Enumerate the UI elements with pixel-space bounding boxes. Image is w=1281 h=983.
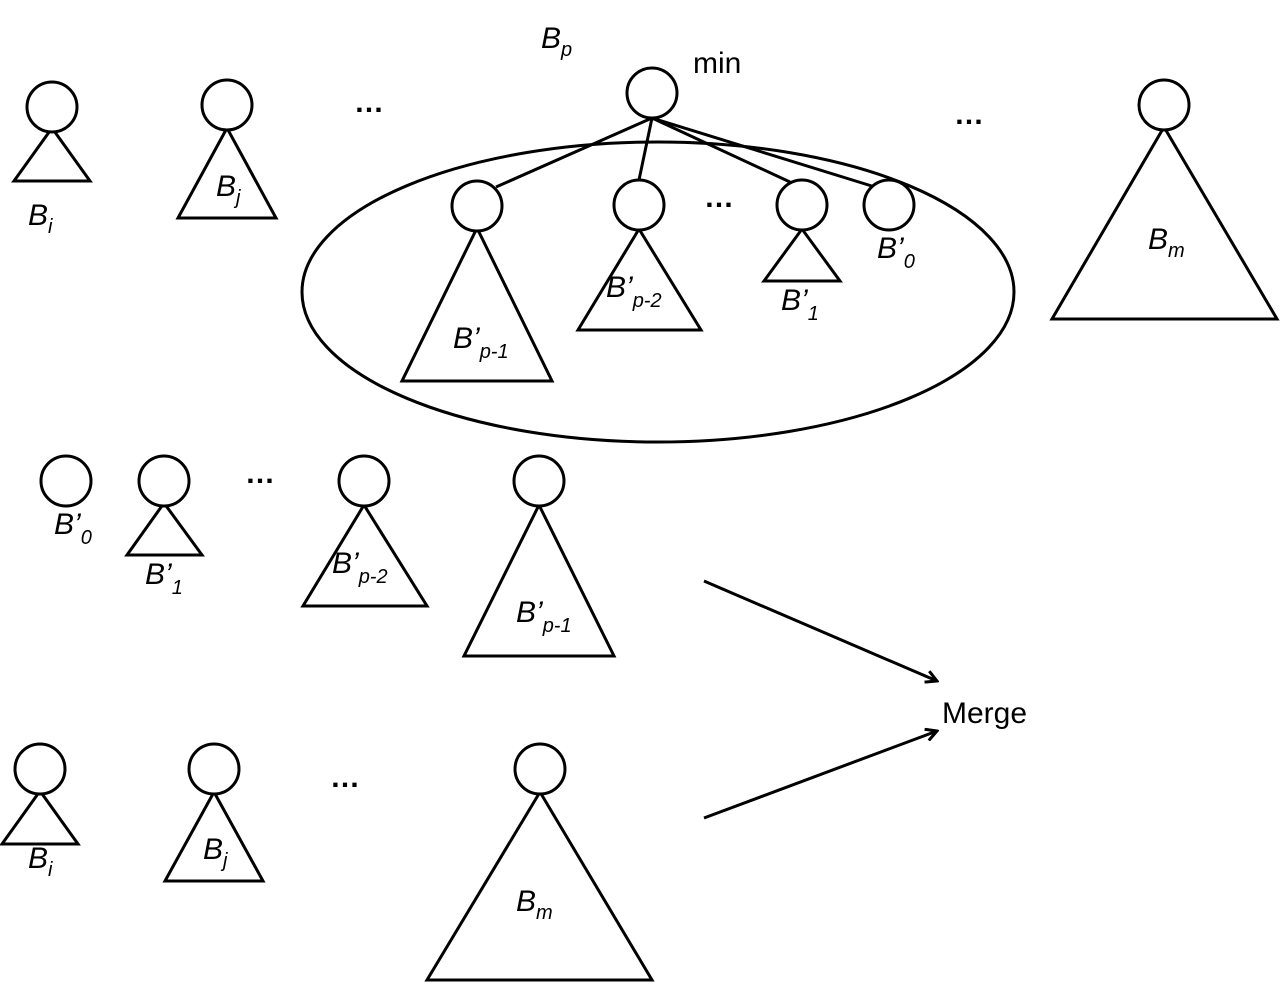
tree-label: Bm	[516, 885, 553, 924]
tree-label: Bj	[216, 170, 241, 209]
tree-label: B’0	[877, 232, 915, 273]
tree-b-prime-p-2-mid: B’p-2	[300, 454, 430, 608]
tree-label: Bi	[28, 199, 53, 238]
ellipsis: …	[954, 98, 984, 131]
tree-root-node	[25, 80, 79, 134]
tree-label: Bj	[203, 833, 228, 872]
tree-root-node	[187, 742, 241, 796]
tree-root-node	[13, 742, 67, 796]
children-group-ellipse	[300, 140, 1016, 444]
tree-root-node	[1137, 78, 1191, 132]
tree-body	[0, 788, 81, 846]
tree-label: Bi	[28, 842, 53, 881]
tree-body	[124, 500, 205, 557]
tree-root-node	[39, 454, 93, 508]
edge-to-b-prime-p-2	[637, 117, 654, 181]
tree-label: B’p-1	[516, 596, 572, 637]
merge-arrow-bottom	[703, 731, 937, 820]
merge-arrow-top	[703, 579, 937, 681]
tree-body	[1049, 124, 1280, 321]
tree-b-prime-p-2-top: B’p-2	[575, 178, 704, 332]
tree-label: B’p-1	[453, 322, 509, 363]
tree-body	[461, 501, 617, 658]
tree-body	[575, 226, 704, 332]
tree-b-prime-p-1-top: B’p-1	[399, 179, 555, 383]
tree-label: B’1	[781, 284, 819, 325]
ellipsis: …	[245, 457, 275, 490]
tree-root-node	[337, 454, 391, 508]
tree-label: Bm	[1148, 223, 1185, 262]
tree-b-j-top: Bj	[175, 78, 279, 220]
min-label: min	[693, 47, 741, 80]
tree-b-prime-p-1-mid: B’p-1	[461, 454, 617, 658]
tree-label: B’0	[54, 508, 92, 549]
ellipsis: …	[330, 761, 360, 794]
tree-b-prime-1-top: B’1	[761, 178, 843, 325]
ellipsis: …	[704, 181, 734, 214]
tree-body	[175, 124, 279, 220]
tree-root-node	[513, 742, 567, 796]
ellipsis: …	[354, 86, 384, 119]
edge-to-b-prime-0	[651, 116, 876, 189]
tree-b-j-bottom: Bj	[162, 742, 266, 883]
tree-body	[162, 788, 266, 883]
min-root-node	[625, 66, 679, 120]
tree-b-prime-0-top: B’0	[862, 178, 916, 273]
edge-to-b-prime-p-1	[495, 116, 653, 189]
merge-label: Merge	[942, 697, 1027, 730]
tree-body	[399, 224, 555, 383]
tree-body	[300, 502, 430, 608]
tree-root-node	[512, 454, 566, 508]
tree-label: B’1	[145, 558, 183, 599]
tree-root-node	[862, 178, 916, 232]
tree-root-node	[200, 78, 254, 132]
edge-to-b-prime-1	[651, 116, 791, 184]
tree-root-node	[612, 178, 666, 232]
tree-b-i-top: Bi	[11, 80, 93, 238]
tree-label: B’p-2	[332, 547, 388, 588]
tree-b-p-label: Bp	[541, 22, 572, 61]
tree-b-prime-1-mid: B’1	[124, 454, 205, 599]
tree-body	[761, 226, 843, 283]
tree-root-node	[775, 178, 829, 232]
tree-label: B’p-2	[606, 271, 662, 312]
tree-b-m-top: Bm	[1049, 78, 1280, 321]
tree-body	[424, 789, 655, 982]
tree-body	[11, 125, 93, 183]
root-edges	[495, 116, 876, 189]
tree-b-m-bottom: Bm	[424, 742, 655, 982]
tree-root-node	[137, 454, 191, 508]
tree-b-prime-0-mid: B’0	[39, 454, 93, 549]
tree-b-i-bottom: Bi	[0, 742, 81, 881]
tree-root-node	[450, 179, 504, 233]
